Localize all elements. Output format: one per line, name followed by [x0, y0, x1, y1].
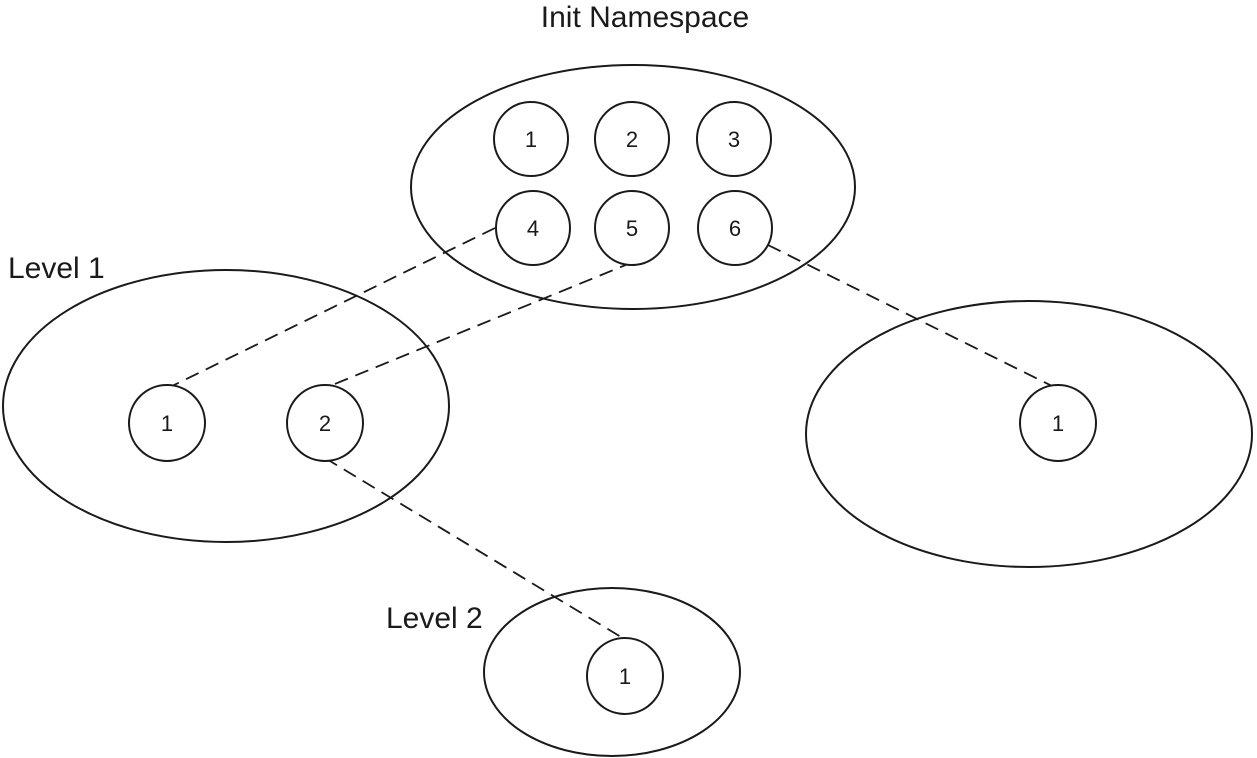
level2-pid-1: 1	[619, 664, 631, 689]
init-pid-3: 3	[728, 127, 740, 152]
init-pid-6: 6	[729, 216, 741, 241]
init-process-3: 3	[696, 101, 772, 177]
level2-namespace: Level 2 1	[386, 587, 741, 757]
init-pid-5: 5	[626, 216, 638, 241]
init-process-2: 2	[594, 101, 670, 177]
init-namespace-ellipse	[410, 64, 856, 310]
init-process-5: 5	[594, 190, 670, 266]
level2-process-1: 1	[586, 637, 664, 715]
init-pid-1: 1	[525, 127, 537, 152]
init-process-1: 1	[493, 101, 569, 177]
init-process-4: 4	[495, 190, 571, 266]
level1-right-namespace: 1	[805, 300, 1253, 568]
level1-left-pid-2: 2	[319, 411, 331, 436]
init-pid-4: 4	[527, 216, 539, 241]
level1-right-pid-1: 1	[1052, 411, 1064, 436]
link-init5-to-level1-2	[324, 261, 634, 389]
level1-left-process-2: 2	[286, 384, 364, 462]
level1-left-pid-1: 1	[161, 411, 173, 436]
level2-ellipse	[483, 587, 741, 757]
level1-right-process-1: 1	[1019, 384, 1097, 462]
level1-label: Level 1	[8, 252, 105, 285]
level2-label: Level 2	[386, 602, 483, 635]
level1-right-ellipse	[805, 300, 1253, 568]
link-init6-to-right-1	[767, 244, 1061, 391]
init-namespace-label: Init Namespace	[541, 1, 749, 34]
link-level1-2-to-level2-1	[324, 457, 627, 641]
init-process-6: 6	[697, 190, 773, 266]
init-namespace: Init Namespace 1 2 3 4 5 6	[410, 1, 856, 310]
mapping-links	[167, 227, 1061, 641]
level1-left-namespace: Level 1 1 2	[2, 252, 450, 543]
level1-left-process-1: 1	[128, 384, 206, 462]
level1-left-ellipse	[2, 269, 450, 543]
init-pid-2: 2	[626, 127, 638, 152]
link-init4-to-level1-1	[167, 227, 496, 389]
